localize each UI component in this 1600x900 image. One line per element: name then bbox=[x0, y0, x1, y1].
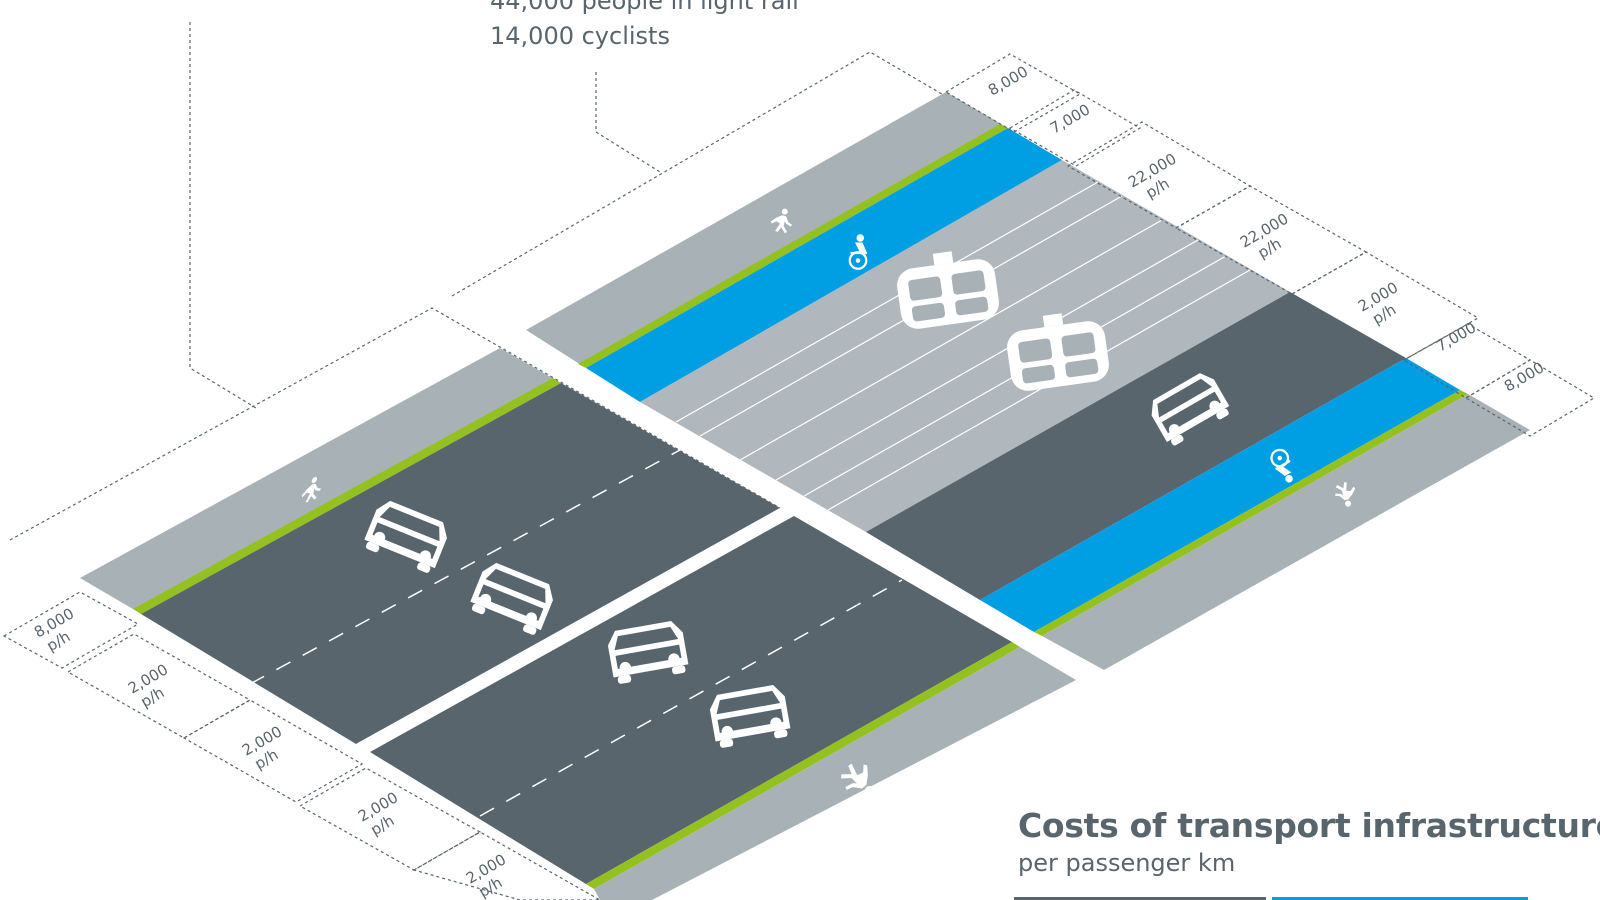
capacity-label: 7,000 bbox=[1047, 100, 1093, 137]
left-green-strip-bottom bbox=[586, 642, 1020, 889]
right-bike-lane-bottom bbox=[980, 358, 1460, 632]
capacity-label: 22,000p/h bbox=[1237, 210, 1300, 267]
right-capacity-guides bbox=[944, 53, 1596, 437]
left-road-1 bbox=[141, 383, 780, 744]
capacity-label: 8,000 bbox=[985, 62, 1031, 99]
right-tram-area bbox=[640, 160, 1290, 532]
capacity-label: 2,000p/h bbox=[463, 850, 518, 900]
leader-line-right bbox=[595, 72, 661, 173]
capacity-label: 2,000p/h bbox=[355, 788, 410, 841]
right-green-strip-top bbox=[578, 124, 1008, 368]
capacity-label: 22,000p/h bbox=[1125, 150, 1188, 207]
capacity-summary: 44,000 people in light rail 14,000 cycli… bbox=[490, 0, 799, 54]
capacity-label: 8,000p/h bbox=[31, 604, 86, 657]
left-capacity-guides bbox=[2, 591, 602, 900]
left-median bbox=[356, 508, 794, 752]
right-road bbox=[866, 292, 1406, 600]
capacity-label: 2,000p/h bbox=[125, 660, 180, 713]
car-street-block bbox=[2, 307, 1076, 900]
left-block-outline bbox=[9, 307, 781, 541]
legend-bar-transit bbox=[1272, 897, 1528, 900]
capacity-label: 2,000p/h bbox=[239, 722, 294, 775]
legend-subtitle: per passenger km bbox=[1018, 849, 1236, 877]
legend-title: Costs of transport infrastructure bbox=[1018, 806, 1600, 845]
legend-bar-car bbox=[1014, 897, 1266, 900]
right-sidewalk-top bbox=[526, 92, 1008, 368]
capacity-label: 7,000 bbox=[1433, 318, 1479, 355]
right-sidewalk-bottom bbox=[1042, 394, 1530, 670]
right-bike-lane-top bbox=[586, 128, 1062, 402]
left-green-strip-top bbox=[133, 378, 561, 614]
left-sidewalk-bottom bbox=[594, 647, 1076, 900]
costs-legend: Costs of transport infrastructure per pa… bbox=[1018, 806, 1600, 877]
leader-line-left bbox=[189, 22, 257, 409]
lane-divider-2 bbox=[479, 579, 903, 817]
lane-divider-1 bbox=[249, 449, 681, 685]
tram-street-block bbox=[451, 51, 1596, 670]
right-green-strip-bottom bbox=[1034, 390, 1468, 636]
left-sidewalk-top bbox=[80, 348, 556, 612]
cyclist-capacity-text: 14,000 cyclists bbox=[490, 22, 670, 50]
capacity-label: 2,000p/h bbox=[1355, 278, 1410, 331]
light-rail-capacity-text: 44,000 people in light rail bbox=[490, 0, 799, 15]
